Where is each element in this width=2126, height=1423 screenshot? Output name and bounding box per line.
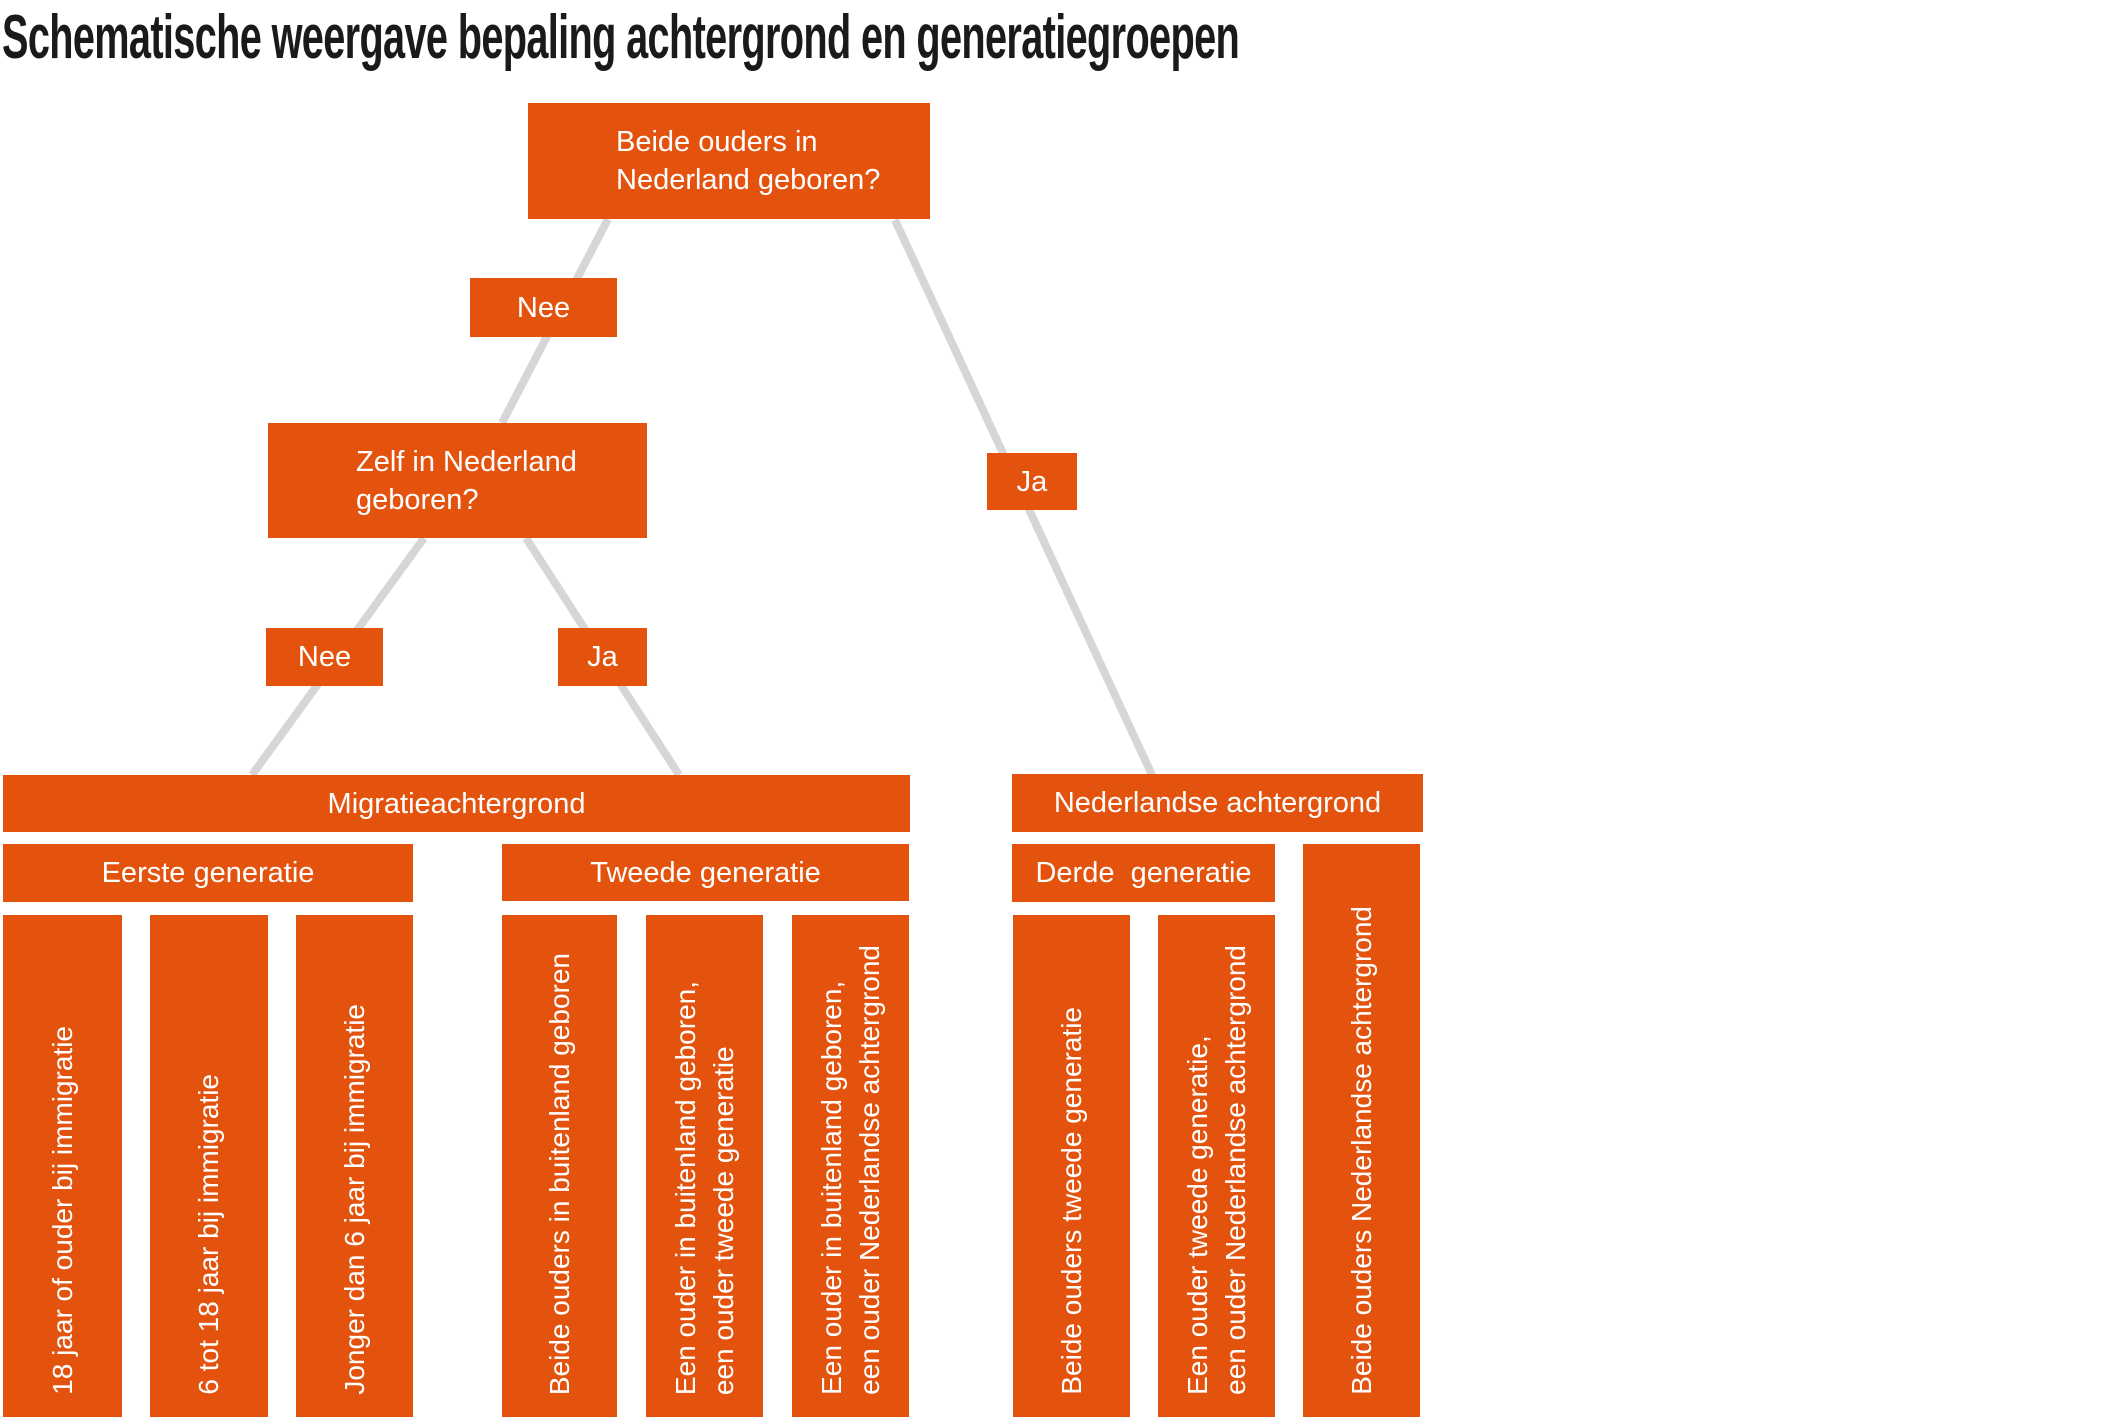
category-column-een-ouder-buitenland-nederlandse-achtergrond: Een ouder in buitenland geboren, een oud… (792, 915, 909, 1417)
page-title: Schematische weergave bepaling achtergro… (2, 3, 1240, 72)
category-column-beide-ouders-tweede-generatie: Beide ouders tweede generatie (1013, 915, 1130, 1417)
group-bar-migratieachtergrond: Migratieachtergrond (3, 775, 910, 832)
category-column-beide-ouders-tweede-generatie-label: Beide ouders tweede generatie (1055, 1007, 1087, 1395)
answer-box-q1-ja-label: Ja (1016, 465, 1048, 498)
answer-box-q2-nee-label: Nee (297, 641, 352, 673)
category-column-een-ouder-buitenland-nederlandse-achtergrond-label: Een ouder in buitenland geboren, een oud… (815, 945, 885, 1395)
generation-bar-eerste: Eerste generatie (3, 844, 413, 902)
question-box-zelf-geboren-label: Zelf in Nederland geboren? (356, 445, 577, 516)
generation-bar-eerste-label: Eerste generatie (101, 857, 315, 889)
category-column-een-ouder-tweede-generatie-label: Een ouder tweede generatie, een ouder Ne… (1181, 945, 1251, 1395)
group-bar-migratieachtergrond-label: Migratieachtergrond (327, 787, 586, 820)
generation-bar-tweede: Tweede generatie (502, 844, 909, 901)
category-column-6-tot-18-jaar: 6 tot 18 jaar bij immigratie (150, 915, 268, 1417)
category-column-beide-ouders-nederlandse-achtergrond: Beide ouders Nederlandse achtergrond (1303, 844, 1420, 1417)
answer-box-q1-nee-label: Nee (516, 291, 571, 324)
category-column-beide-ouders-buitenland-label: Beide ouders in buitenland geboren (543, 952, 575, 1395)
question-box-beide-ouders-label: Beide ouders in Nederland geboren? (616, 126, 881, 196)
answer-box-q1-ja: Ja (987, 453, 1077, 510)
group-bar-nederlandse-achtergrond: Nederlandse achtergrond (1012, 774, 1423, 832)
generation-bar-derde: Derde generatie (1012, 844, 1275, 902)
group-bar-nederlandse-achtergrond-label: Nederlandse achtergrond (1053, 787, 1382, 819)
generation-bar-derde-label: Derde generatie (1035, 857, 1252, 889)
category-column-een-ouder-buitenland-tweede-generatie: Een ouder in buitenland geboren, een oud… (646, 915, 763, 1417)
category-column-jonger-dan-6-jaar-label: Jonger dan 6 jaar bij immigratie (338, 1004, 370, 1395)
answer-box-q2-nee: Nee (266, 628, 383, 686)
category-column-een-ouder-buitenland-tweede-generatie-label: Een ouder in buitenland geboren, een oud… (669, 980, 739, 1395)
category-column-beide-ouders-nederlandse-achtergrond-label: Beide ouders Nederlandse achtergrond (1345, 906, 1377, 1395)
category-column-beide-ouders-buitenland: Beide ouders in buitenland geboren (502, 915, 617, 1417)
category-column-6-tot-18-jaar-label: 6 tot 18 jaar bij immigratie (193, 1074, 224, 1395)
question-box-beide-ouders: Beide ouders in Nederland geboren? (528, 103, 930, 219)
answer-box-q1-nee: Nee (470, 278, 617, 337)
category-column-een-ouder-tweede-generatie: Een ouder tweede generatie, een ouder Ne… (1158, 915, 1275, 1417)
question-box-zelf-geboren: Zelf in Nederland geboren? (268, 423, 647, 538)
category-column-jonger-dan-6-jaar: Jonger dan 6 jaar bij immigratie (296, 915, 413, 1417)
generation-bar-tweede-label: Tweede generatie (590, 856, 821, 889)
answer-box-q2-ja: Ja (558, 628, 647, 686)
answer-box-q2-ja-label: Ja (587, 641, 618, 673)
category-column-18-jaar-of-ouder: 18 jaar of ouder bij immigratie (3, 915, 122, 1417)
category-column-18-jaar-of-ouder-label: 18 jaar of ouder bij immigratie (46, 1026, 78, 1395)
